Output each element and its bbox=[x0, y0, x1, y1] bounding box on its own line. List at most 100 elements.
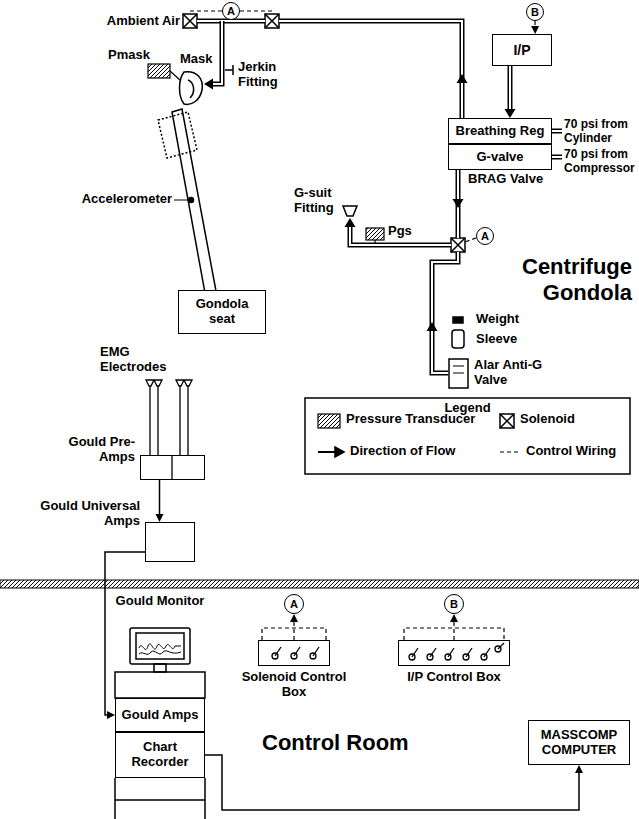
brag-valve: BRAG Valve Breathing RegG-valve bbox=[448, 118, 552, 190]
gould-stack bbox=[115, 778, 205, 819]
valve-symbol bbox=[448, 358, 470, 390]
pipe-wall bbox=[552, 129, 562, 134]
toggle-switch bbox=[430, 648, 436, 657]
toggle-switch bbox=[272, 643, 504, 660]
pipe-bore bbox=[211, 21, 222, 84]
valve-section: Breathing Reg bbox=[448, 118, 552, 144]
legend-label: Direction of Flow bbox=[350, 444, 455, 459]
connector bbox=[156, 480, 164, 522]
pipe-bore bbox=[552, 130, 562, 132]
solenoid-symbol bbox=[183, 14, 197, 28]
legend-box bbox=[500, 451, 520, 452]
pipe-wall bbox=[432, 252, 458, 373]
connector bbox=[450, 614, 458, 640]
pipe-wall bbox=[279, 21, 462, 118]
seat-arm bbox=[158, 112, 197, 158]
solenoid-symbol bbox=[451, 238, 465, 252]
pressure-transducer bbox=[366, 228, 384, 240]
node-label: Solenoid Control Box bbox=[234, 670, 354, 700]
legend-box bbox=[500, 414, 514, 428]
node-label: G-valve bbox=[474, 150, 527, 165]
jerkin-fitting bbox=[225, 65, 233, 75]
arrowhead bbox=[453, 199, 464, 208]
seat-box: Gondola seat bbox=[178, 290, 266, 334]
node-label: A bbox=[224, 5, 238, 18]
toggle-switch bbox=[466, 648, 472, 657]
node-label: Gould Pre-Amps bbox=[40, 435, 135, 465]
toggle-switch bbox=[484, 648, 490, 657]
connector-line bbox=[293, 620, 294, 640]
callout-circle: B bbox=[526, 3, 544, 21]
toggle-switch bbox=[412, 648, 418, 657]
pipe-bore bbox=[552, 156, 562, 158]
control-wiring bbox=[465, 238, 476, 242]
node-label: Breathing Reg bbox=[453, 124, 548, 139]
node-label: Gould Amps bbox=[119, 708, 202, 723]
gould-stack bbox=[136, 633, 184, 659]
alar-weight-sleeve bbox=[453, 317, 463, 323]
legend-box bbox=[335, 447, 344, 457]
stack-cell: Chart Recorder bbox=[115, 732, 205, 778]
node-label: Chart Recorder bbox=[116, 740, 204, 770]
legend-box bbox=[318, 414, 340, 428]
region-title: Control Room bbox=[262, 730, 432, 756]
connector bbox=[105, 552, 145, 719]
control-wiring bbox=[190, 11, 222, 14]
part-label: Mask bbox=[180, 52, 216, 67]
gsuit-fitting bbox=[343, 206, 357, 216]
gsuit-fitting bbox=[343, 206, 357, 216]
part-label: 70 psi from Cylinder bbox=[564, 117, 636, 145]
pipe-bore bbox=[509, 66, 511, 111]
arrowhead bbox=[427, 322, 438, 331]
pressure-transducer bbox=[170, 71, 180, 80]
oxygen-mask bbox=[180, 72, 203, 105]
part-label: Accelerometer bbox=[76, 192, 172, 207]
connector-line bbox=[205, 755, 579, 810]
legend-box bbox=[500, 414, 514, 428]
node-label: B bbox=[447, 598, 461, 611]
toggle-switch bbox=[448, 648, 454, 657]
callout-circle: A bbox=[476, 227, 494, 245]
legend-label: Solenoid bbox=[520, 412, 575, 427]
emg-electrodes bbox=[150, 386, 188, 455]
control-wiring bbox=[240, 11, 272, 14]
legend-box bbox=[305, 398, 630, 474]
legend-label: Pressure Transducer bbox=[346, 412, 475, 427]
box-outline bbox=[145, 522, 195, 562]
solenoid-symbol bbox=[265, 14, 279, 28]
part-label: Sleeve bbox=[476, 332, 536, 347]
emg-electrodes bbox=[146, 380, 192, 386]
solenoid-symbol bbox=[451, 238, 465, 252]
box-outline bbox=[398, 640, 510, 666]
gould-stack bbox=[130, 628, 190, 664]
stack-cell: Gould Amps bbox=[115, 698, 205, 732]
part-label: Weight bbox=[476, 312, 536, 327]
pipe-bore bbox=[197, 20, 265, 22]
part-label: 70 psi from Compressor bbox=[564, 147, 636, 175]
gould-stack bbox=[115, 672, 205, 698]
recorder-stack: Gould MonitorGould AmpsChart Recorder bbox=[115, 594, 205, 819]
control-box: Solenoid Control Box bbox=[234, 640, 354, 706]
control-box: I/P Control Box bbox=[398, 640, 510, 706]
valve-section: G-valve bbox=[448, 144, 552, 170]
gould-stack bbox=[154, 664, 166, 672]
arrowhead bbox=[457, 74, 468, 83]
oxygen-mask bbox=[180, 72, 203, 105]
toggle-switch bbox=[275, 647, 281, 656]
connector bbox=[531, 21, 539, 34]
divider-band bbox=[0, 580, 639, 588]
arrowhead bbox=[531, 26, 539, 34]
node-label: BRAG Valve bbox=[468, 172, 552, 187]
node-label: Gondola seat bbox=[179, 297, 265, 327]
box-outline bbox=[140, 455, 205, 480]
connector-line bbox=[453, 620, 454, 640]
seat-arm bbox=[174, 200, 188, 201]
seat-arm bbox=[189, 198, 194, 203]
solenoid-symbol bbox=[183, 14, 197, 28]
gould-stack bbox=[139, 644, 181, 650]
node-label: I/P Control Box bbox=[398, 670, 510, 685]
arrowhead bbox=[156, 514, 164, 522]
arrowhead bbox=[575, 765, 583, 773]
arrowhead bbox=[450, 614, 458, 622]
